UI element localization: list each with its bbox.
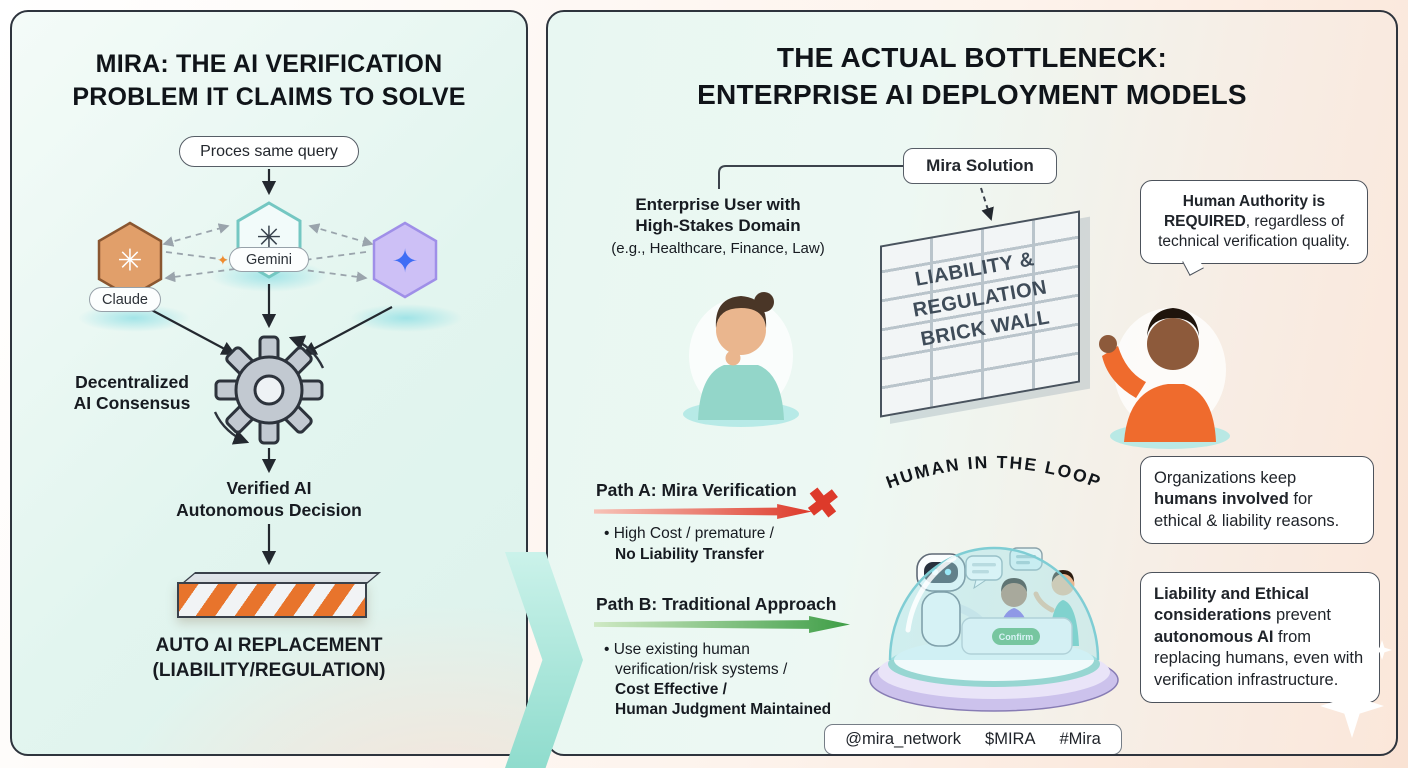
note-text: from replacing humans, even with verific… [1154,627,1364,689]
liability-note: Liability and Ethical considerations pre… [1140,572,1380,704]
note-text-bold: humans involved [1154,490,1289,509]
note-text-bold: autonomous AI [1154,627,1274,646]
verified-decision-label: Verified AI Autonomous Decision [141,478,397,522]
left-panel: MIRA: THE AI VERIFICATION PROBLEM IT CLA… [10,10,528,756]
note-text-bold: Liability and Ethical considerations [1154,585,1309,625]
text-line: AUTO AI REPLACEMENT [155,635,383,656]
chat-bubble-icon [965,555,1003,590]
note-text: Organizations keep [1154,469,1297,487]
authority-person-illustration [1099,308,1230,449]
path-b-details: • Use existing human verification/risk s… [604,640,831,721]
third-model-icon: ✦ [372,221,438,299]
path-a-details: • High Cost / premature / No Liability T… [604,524,774,566]
mira-solution-pill: Mira Solution [903,148,1057,184]
text-line: verification/risk systems / [615,661,788,679]
text-line: • Use existing human [604,641,750,658]
authority-note-rest: , regardless of technical verification q… [1158,213,1350,251]
right-panel: THE ACTUAL BOTTLENECK: ENTERPRISE AI DEP… [546,10,1398,756]
text-line: (e.g., Healthcare, Finance, Law) [611,239,825,257]
text-line: Enterprise User with [635,195,801,214]
third-model-glow [350,304,462,332]
authority-note: Human Authority is REQUIRED, regardless … [1140,180,1368,265]
text-line: Cost Effective / [615,681,727,699]
path-a-title: Path A: Mira Verification [596,480,797,500]
enterprise-user-label: Enterprise User with High-Stakes Domain … [603,194,833,258]
claude-label: Claude [89,287,161,312]
footer-hashtag: #Mira [1059,730,1101,748]
chat-bubble-2-icon [1009,547,1043,571]
barrier-icon [177,582,367,618]
text-line: No Liability Transfer [615,545,765,563]
text-line: High-Stakes Domain [635,216,801,236]
title-line: MIRA: THE AI VERIFICATION [95,50,443,78]
organizations-note: Organizations keep humans involved for e… [1140,456,1374,545]
enterprise-user-illustration [683,292,799,427]
authority-note-bold: Human Authority is REQUIRED [1163,193,1326,231]
gear-icon [213,335,325,445]
svg-text:✳: ✳ [117,245,142,278]
note-text: prevent [1271,606,1331,625]
path-a-cross-icon: ✖ [803,480,843,528]
consensus-label: Decentralized AI Consensus [48,372,216,415]
text-line: Autonomous Decision [176,499,362,520]
footer-handle: @mira_network [845,730,962,748]
text-line: (LIABILITY/REGULATION) [152,659,386,681]
title-line: ENTERPRISE AI DEPLOYMENT MODELS [697,78,1247,110]
text-line: Decentralized [75,372,189,392]
svg-text:✦: ✦ [392,243,419,279]
text-line: Human Judgment Maintained [615,701,832,719]
dome-glass [888,546,1100,661]
footer-tags: @mira_network $MIRA #Mira [824,724,1122,754]
note-text: for ethical & liability reasons. [1154,490,1340,530]
right-panel-connectors [718,165,994,221]
title-line: PROBLEM IT CLAIMS TO SOLVE [72,83,466,111]
title-line: THE ACTUAL BOTTLENECK: [776,42,1168,73]
confirm-button [992,628,1040,645]
barrier-caption: AUTO AI REPLACEMENT (LIABILITY/REGULATIO… [74,634,464,683]
human-in-the-loop-illustration: HUMAN IN THE LOOP [869,452,1119,712]
left-panel-title: MIRA: THE AI VERIFICATION PROBLEM IT CLA… [12,48,526,114]
text-line: • High Cost / premature / [604,525,774,542]
path-b-title: Path B: Traditional Approach [596,594,837,614]
sparkle-accent-icon: ✦ [217,252,229,268]
desk: Confirm [961,617,1073,655]
gemini-label: Gemini [229,247,309,272]
confirm-label: Confirm [999,632,1034,642]
query-pill: Proces same query [179,136,359,167]
text-line: AI Consensus [73,393,191,414]
human-in-loop-arc-label: HUMAN IN THE LOOP [883,452,1105,492]
right-panel-title: THE ACTUAL BOTTLENECK: ENTERPRISE AI DEP… [548,40,1396,114]
footer-ticker: $MIRA [985,730,1036,748]
text-line: Verified AI [226,478,312,498]
